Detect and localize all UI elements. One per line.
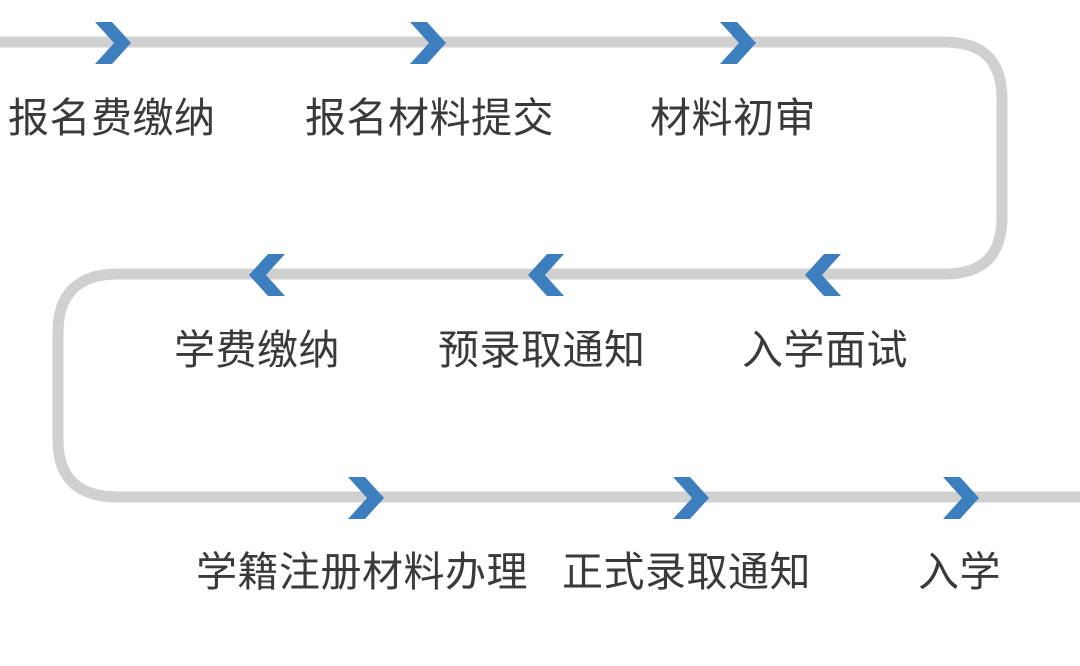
arrow-right-icon <box>943 477 979 519</box>
arrow-right-icon <box>410 22 446 64</box>
step-label-zhengshiluqutongzhi: 正式录取通知 <box>562 549 811 595</box>
step-label-baomingcailiaotijiao: 报名材料提交 <box>305 95 554 141</box>
step-label-xuejizhucecailiaobanli: 学籍注册材料办理 <box>196 549 528 595</box>
arrow-right-icon <box>348 477 384 519</box>
step-label-yuluqutongzhi: 预录取通知 <box>438 327 646 373</box>
arrow-left-icon <box>528 254 564 296</box>
step-label-xuefeijiaona: 学费缴纳 <box>174 327 340 373</box>
row-1-arrows <box>95 22 756 64</box>
arrow-right-icon <box>673 477 709 519</box>
step-label-cailiaochushen: 材料初审 <box>650 95 816 141</box>
track-turn-left <box>52 268 119 503</box>
step-label-ruxuemianshi: 入学面试 <box>742 327 908 373</box>
arrow-left-icon <box>805 254 841 296</box>
row-2-arrows <box>249 254 841 296</box>
arrow-left-icon <box>249 254 285 296</box>
step-label-baomingfeijiaona: 报名费缴纳 <box>8 95 216 141</box>
row-3-arrows <box>348 477 979 519</box>
track-turn-right <box>943 36 1008 280</box>
arrow-right-icon <box>720 22 756 64</box>
arrow-right-icon <box>95 22 131 64</box>
step-label-ruxue: 入学 <box>918 549 1001 595</box>
